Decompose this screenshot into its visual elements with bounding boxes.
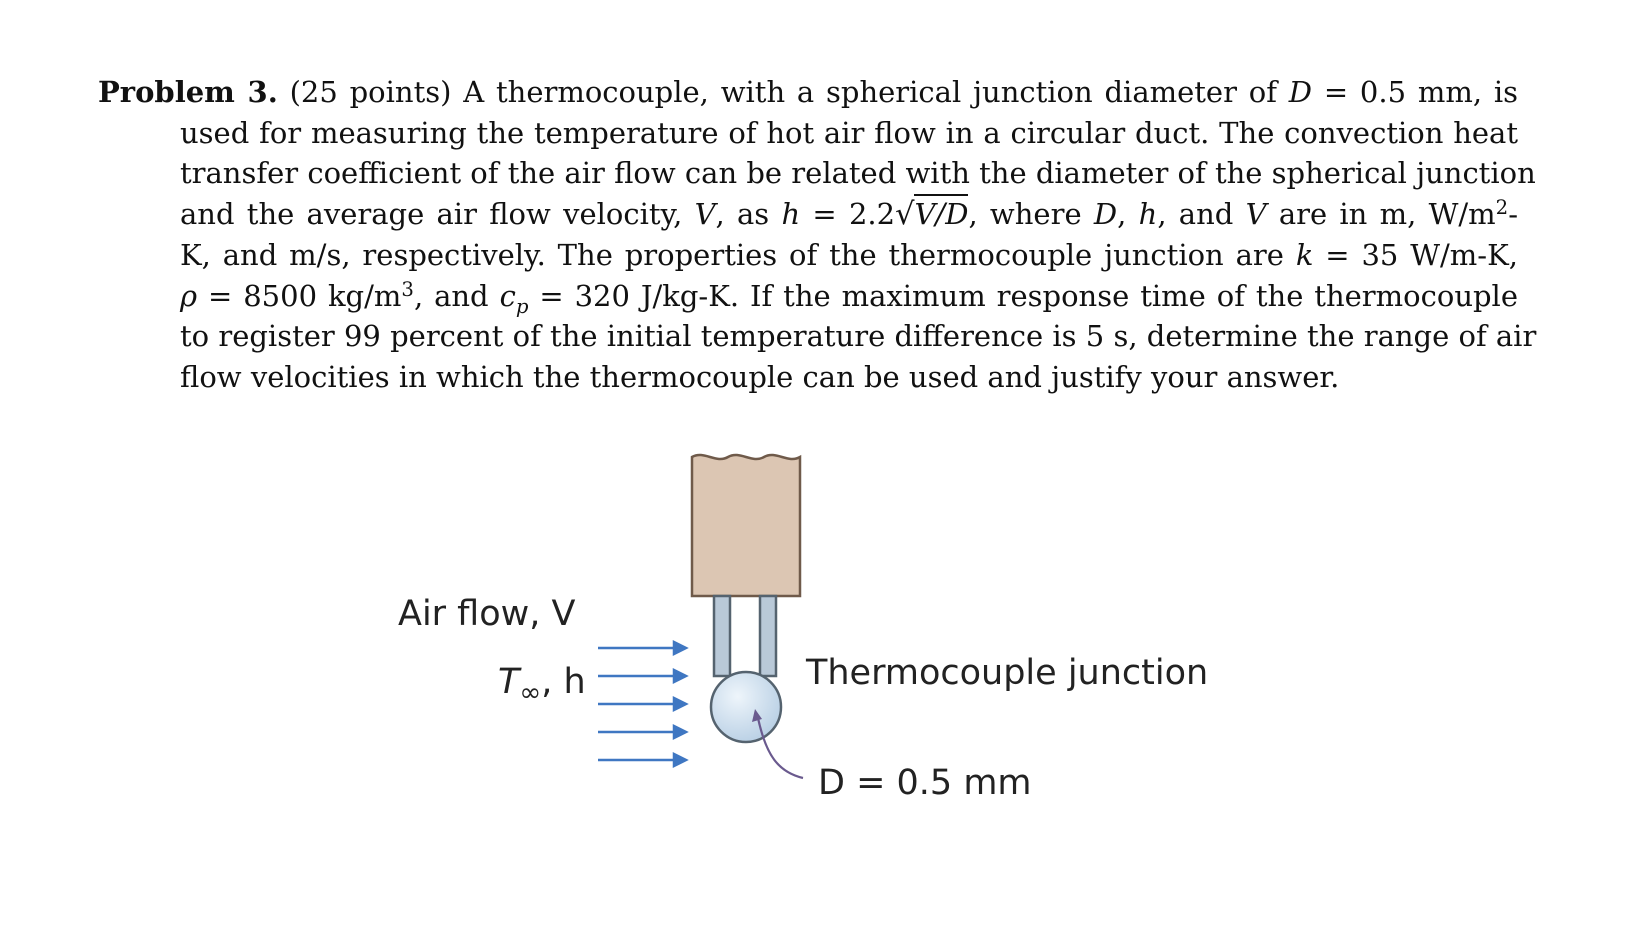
thermocouple-sleeve — [690, 453, 802, 598]
text-segment: = 8500 kg/m — [197, 278, 402, 313]
text-segment: 3 — [401, 277, 414, 301]
text-segment: and the average air flow velocity, — [180, 196, 695, 231]
text-segment: ρ — [180, 278, 198, 313]
air-flow-label: Air flow, V — [398, 594, 576, 634]
text-segment: p — [515, 294, 529, 318]
text-segment: V — [694, 196, 716, 231]
problem-line: ρ = 8500 kg/m3, and cp = 320 J/kg-K. If … — [180, 276, 1518, 317]
junction-sphere — [709, 670, 783, 744]
problem-line: transfer coefficient of the air flow can… — [180, 153, 1536, 194]
radicand: V/D — [914, 193, 969, 231]
text-segment: are in m, W/m — [1266, 196, 1496, 231]
text-segment: transfer coefficient of the air flow can… — [180, 156, 1536, 190]
text-segment: 2 — [1495, 195, 1509, 219]
text-segment: K, and m/s, respectively. The properties… — [180, 238, 1296, 272]
problem-line: to register 99 percent of the initial te… — [180, 316, 1536, 357]
text-segment: = 0.5 mm, is — [1312, 75, 1518, 109]
text-segment: = 2.2 — [800, 196, 896, 231]
text-segment: to register 99 percent of the initial te… — [180, 319, 1537, 353]
t-symbol: T — [498, 662, 520, 702]
diameter-pointer — [756, 717, 804, 780]
text-segment: k — [1295, 238, 1314, 272]
problem-line: K, and m/s, respectively. The properties… — [180, 235, 1518, 276]
text-segment: , and — [1157, 196, 1246, 231]
h-symbol: , h — [541, 662, 586, 702]
wire-right — [758, 594, 778, 678]
junction-label: Thermocouple junction — [806, 653, 1209, 693]
problem-line: flow velocities in which the thermocoupl… — [180, 357, 1518, 398]
text-segment: V — [1245, 196, 1267, 231]
radical-sign: √ — [895, 196, 915, 232]
problem-line: Problem 3. (25 points) A thermocouple, w… — [98, 72, 1518, 113]
infinity-subscript: ∞ — [519, 678, 542, 708]
text-segment: c — [499, 278, 516, 313]
text-segment: Problem 3. — [98, 75, 278, 109]
text-segment: (25 points) A thermocouple, with a spher… — [277, 75, 1289, 109]
text-segment: , where — [968, 196, 1094, 231]
text-segment: = 320 J/kg-K. If the maximum response ti… — [528, 278, 1518, 313]
text-segment: flow velocities in which the thermocoupl… — [180, 359, 1340, 394]
problem-line: and the average air flow velocity, V, as… — [180, 193, 1519, 236]
text-segment: h — [1138, 196, 1158, 231]
diameter-pointer-head — [752, 709, 762, 722]
air-flow-arrows — [598, 639, 689, 769]
problem-line: used for measuring the temperature of ho… — [180, 113, 1518, 154]
problem-statement: Problem 3. (25 points) A thermocouple, w… — [98, 72, 1536, 398]
text-segment: = 35 W/m-K, — [1313, 238, 1518, 272]
wire-left — [712, 594, 732, 678]
text-segment: h — [781, 196, 801, 231]
text-segment: √V/D — [895, 193, 969, 236]
diameter-label: D = 0.5 mm — [818, 763, 1032, 803]
free-stream-label: T∞, h — [498, 662, 586, 706]
text-segment: D — [1093, 196, 1118, 231]
text-segment: D — [1288, 75, 1313, 109]
text-segment: , as — [715, 196, 782, 231]
text-segment: , and — [413, 278, 500, 313]
text-segment: - — [1508, 196, 1519, 231]
text-segment: , — [1117, 196, 1139, 231]
text-segment: used for measuring the temperature of ho… — [180, 115, 1518, 150]
